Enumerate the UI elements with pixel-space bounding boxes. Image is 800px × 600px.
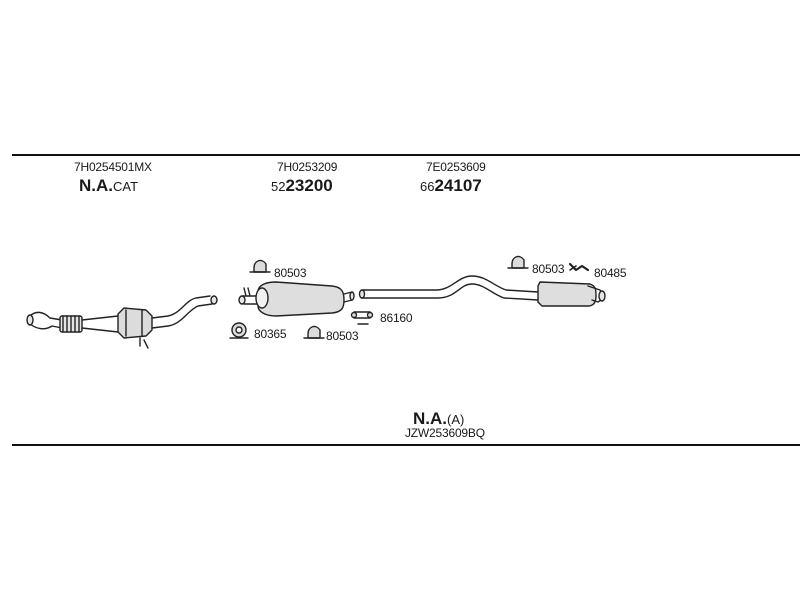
part-code-middle-prefix: 52	[271, 179, 286, 194]
hardware-label-86160: 86160	[380, 311, 413, 325]
top-divider	[12, 154, 800, 156]
clamp-icon-86160	[350, 311, 374, 325]
part-number-rear-silencer: 7E0253609	[426, 160, 486, 174]
part-code-catalyst: N.A.CAT	[79, 176, 138, 196]
kit-number: JZW253609BQ	[405, 426, 485, 440]
hardware-label-80365: 80365	[254, 327, 287, 341]
part-number-middle-silencer: 7H0253209	[277, 160, 338, 174]
clamp-icon-80503-a	[243, 259, 271, 297]
part-code-rear-prefix: 66	[420, 179, 435, 194]
part-number-catalyst: 7H0254501MX	[74, 160, 152, 174]
part-code-middle-silencer: 5223200	[271, 176, 333, 196]
hardware-label-80503-c: 80503	[532, 262, 565, 276]
hanger-icon-80485	[568, 262, 590, 272]
rear-pipe-silencer	[358, 275, 606, 307]
middle-silencer	[238, 281, 355, 317]
clamp-icon-80503-b	[303, 325, 325, 339]
kit-code-prefix: N.A.	[413, 409, 447, 428]
hardware-label-80503-a: 80503	[274, 266, 307, 280]
clamp-icon-80503-c	[507, 255, 529, 269]
kit-code-suffix: (A)	[447, 412, 465, 427]
part-code-middle-suffix: 23200	[285, 176, 333, 195]
front-pipe-catalyst	[26, 295, 218, 349]
part-code-catalyst-suffix: CAT	[113, 179, 139, 194]
part-code-rear-suffix: 24107	[434, 176, 482, 195]
bottom-divider	[12, 444, 800, 446]
hardware-label-80485: 80485	[594, 266, 627, 280]
hardware-label-80503-b: 80503	[326, 329, 359, 343]
clamp-icon-80365	[229, 322, 249, 339]
kit-code: N.A.(A)	[413, 409, 464, 429]
part-code-rear-silencer: 6624107	[420, 176, 482, 196]
part-code-catalyst-prefix: N.A.	[79, 176, 113, 195]
